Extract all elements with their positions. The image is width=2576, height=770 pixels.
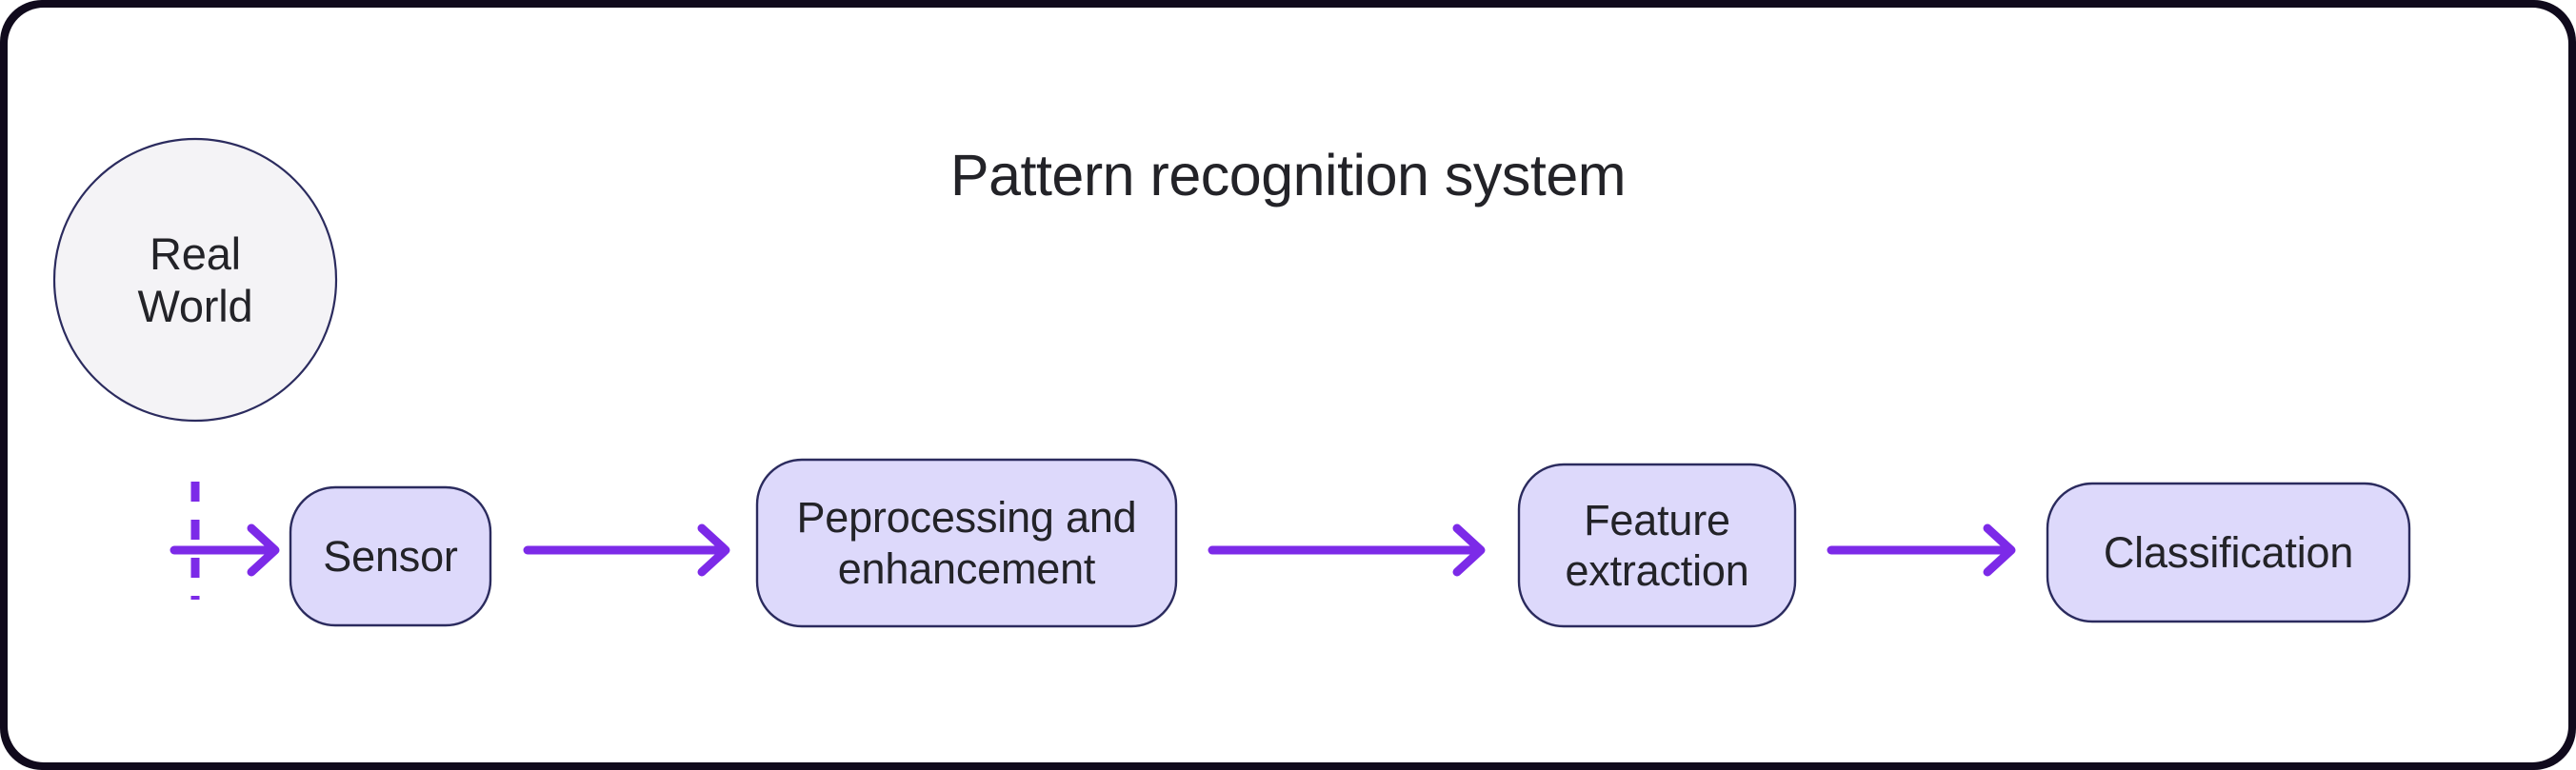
- diagram-sheet: Pattern recognition system Real World Se…: [8, 8, 2568, 762]
- edge-world-sensor: [170, 523, 280, 577]
- node-preprocessing[interactable]: [755, 458, 1178, 628]
- real-world-circle[interactable]: [52, 137, 338, 423]
- edge-feature-classification: [1827, 523, 2016, 577]
- node-classification[interactable]: [2046, 482, 2411, 623]
- edge-preprocessing-feature: [1208, 523, 1486, 577]
- node-sensor[interactable]: [289, 485, 492, 627]
- pattern-recognition-flow-diagram: [52, 137, 2411, 628]
- edge-sensor-preprocessing: [523, 523, 730, 577]
- page-title: Pattern recognition system: [949, 143, 1627, 207]
- node-feature-extraction[interactable]: [1517, 463, 1797, 628]
